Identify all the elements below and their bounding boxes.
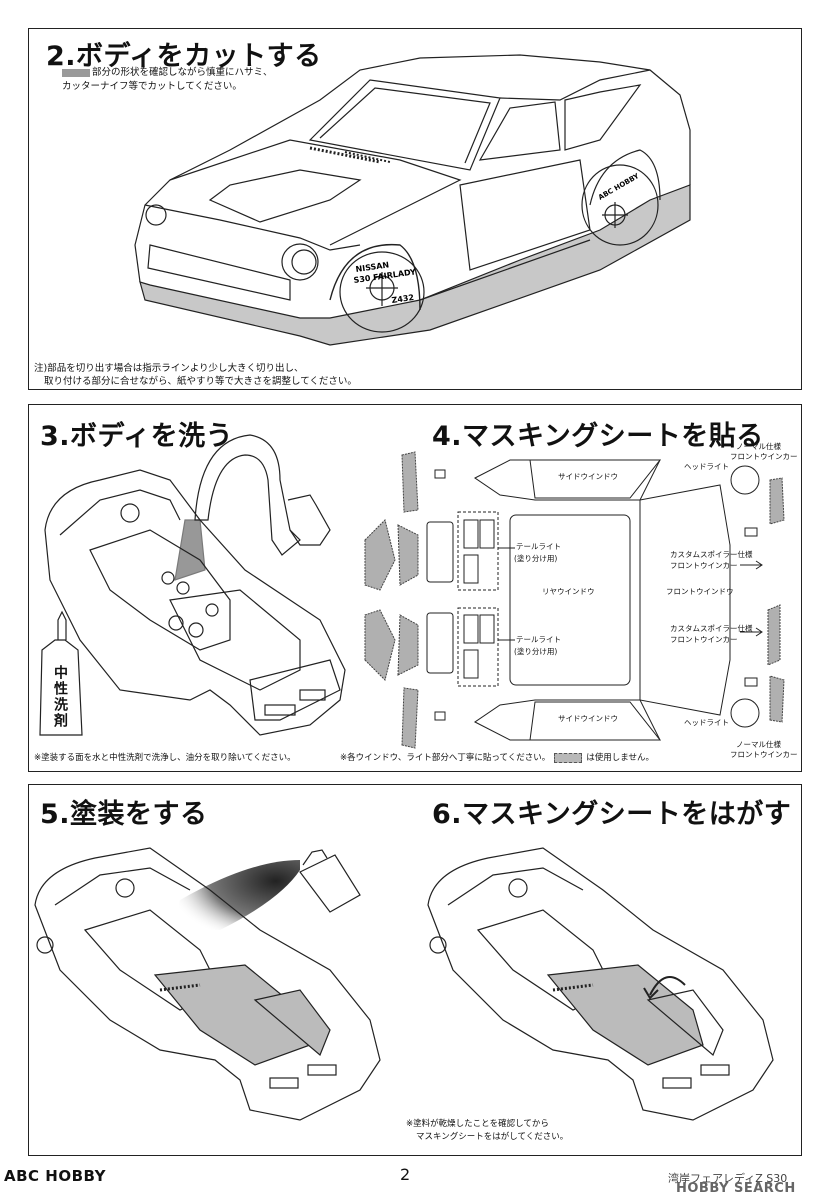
label-normal-bottom-2: フロントウインカー	[730, 750, 798, 759]
step3-note: ※塗装する面を水と中性洗剤で洗浄し、油分を取り除いてください。	[34, 753, 296, 763]
label-rear-window: リヤウインドウ	[542, 587, 595, 596]
label-custom-spoiler-bottom-1: カスタムスポイラー仕様	[670, 624, 753, 633]
footer-brand: ABC HOBBY	[4, 1167, 106, 1185]
step2-title: 2.ボディをカットする	[46, 41, 322, 72]
step5-title: 5.塗装をする	[40, 799, 208, 830]
label-normal-top-2: フロントウインカー	[730, 452, 798, 461]
masking-sheet-diagram	[364, 451, 785, 749]
label-tail-light-top-2: (塗り分け用)	[514, 554, 558, 563]
label-headlight-top: ヘッドライト	[684, 462, 729, 471]
step6-title: 6.マスキングシートをはがす	[432, 799, 792, 830]
unused-hatch-icon	[554, 752, 583, 763]
label-normal-bottom-1: ノーマル仕様	[736, 740, 781, 749]
bottle-label: 中性洗剤	[52, 665, 68, 729]
step3-title: 3.ボディを洗う	[40, 421, 234, 452]
page-number: 2	[400, 1165, 411, 1184]
wash-body-illustration	[39, 434, 346, 736]
step2-instruction-1: 部分の形状を確認しながら慎重にハサミ、	[62, 66, 273, 79]
footer-model: 湾岸フェアレディZ S30	[668, 1172, 788, 1185]
hatch-swatch-icon	[62, 68, 90, 77]
label-custom-spoiler-bottom-2: フロントウインカー	[670, 635, 738, 644]
step2-note-2: 取り付ける部分に合せながら、紙やすり等で大きさを調整してください。	[44, 376, 357, 387]
label-normal-top-1: ノーマル仕様	[736, 442, 781, 451]
label-custom-spoiler-top-2: フロントウインカー	[670, 561, 738, 570]
step4-title: 4.マスキングシートを貼る	[432, 421, 764, 452]
watermark-logo: HOBBY SEARCH	[676, 1181, 796, 1196]
label-side-window-bottom: サイドウインドウ	[558, 714, 618, 723]
label-tail-light-top-1: テールライト	[516, 542, 561, 551]
label-side-window-top: サイドウインドウ	[558, 472, 618, 481]
step6-note-2: マスキングシートをはがしてください。	[416, 1132, 569, 1142]
label-headlight-bottom: ヘッドライト	[684, 718, 729, 727]
car-body-illustration: NISSAN S30 FAIRLADY Z432 ABC HOBBY	[134, 54, 691, 346]
wheel-front-text-3: Z432	[391, 293, 415, 305]
step4-note: ※各ウインドウ、ライト部分へ丁寧に貼ってください。は使用しません。	[340, 752, 654, 763]
label-tail-light-bottom-1: テールライト	[516, 635, 561, 644]
label-custom-spoiler-top-1: カスタムスポイラー仕様	[670, 550, 753, 559]
step5-6-panel	[28, 784, 802, 1156]
label-tail-light-bottom-2: (塗り分け用)	[514, 647, 558, 656]
step2-note-1: 注)部品を切り出す場合は指示ラインより少し大きく切り出し、	[34, 363, 304, 374]
step2-instruction-2: カッターナイフ等でカットしてください。	[62, 81, 242, 92]
label-front-window: フロントウインドウ	[666, 587, 734, 596]
step6-note-1: ※塗料が乾燥したことを確認してから	[406, 1119, 549, 1129]
